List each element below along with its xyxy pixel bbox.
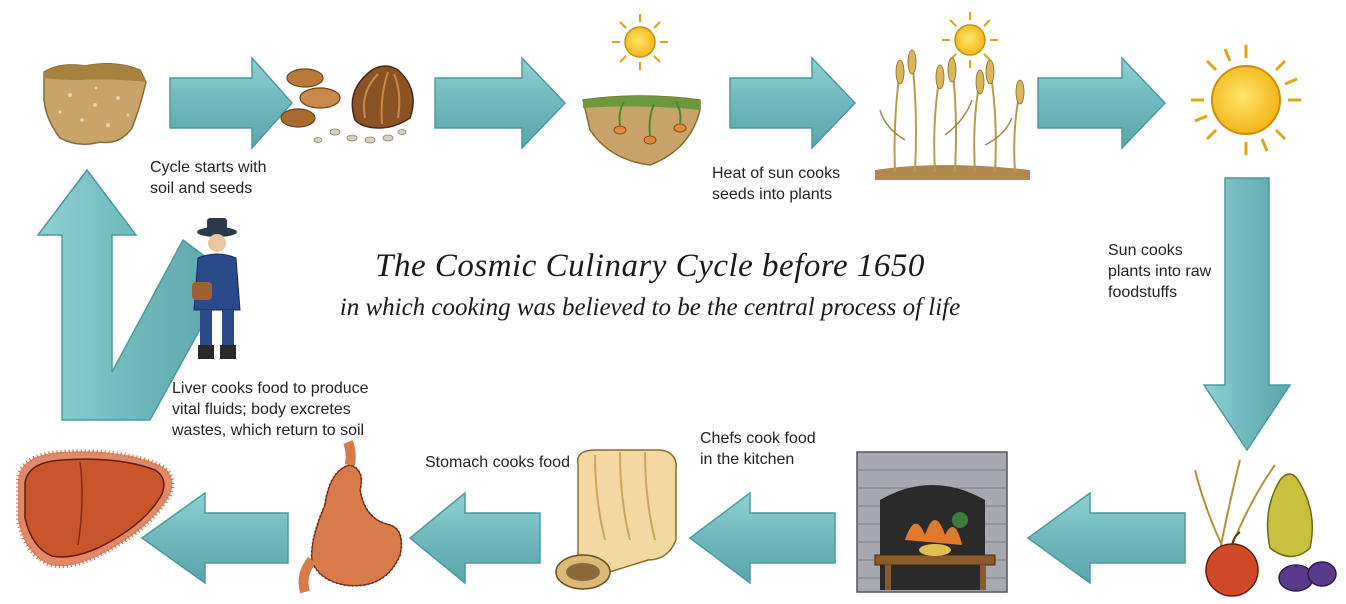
liver-illustration	[18, 451, 172, 566]
arrow-seeds-to-sprout	[435, 58, 565, 148]
caption-line: vital fluids; body excretes	[172, 399, 369, 420]
caption-line: Cycle starts with	[150, 157, 266, 178]
stomach-illustration	[304, 442, 402, 592]
caption-sun-seeds: Heat of sun cooks seeds into plants	[712, 163, 840, 205]
arrow-bread-to-stomach	[410, 493, 540, 583]
bread-illustration	[556, 450, 676, 589]
diagram-title: The Cosmic Culinary Cycle before 1650	[300, 248, 1000, 285]
caption-line: seeds into plants	[712, 184, 840, 205]
caption-line: Stomach cooks food	[425, 452, 570, 473]
person-illustration	[192, 218, 240, 359]
caption-line: Heat of sun cooks	[712, 163, 840, 184]
caption-liver: Liver cooks food to produce vital fluids…	[172, 378, 369, 441]
caption-line: plants into raw	[1108, 261, 1211, 282]
caption-chefs: Chefs cook food in the kitchen	[700, 428, 816, 470]
sprout-illustration	[583, 96, 700, 165]
caption-sun-plants: Sun cooks plants into raw foodstuffs	[1108, 240, 1211, 303]
caption-soil-seeds: Cycle starts with soil and seeds	[150, 157, 266, 199]
arrow-sun-to-foodstuffs	[1204, 178, 1290, 450]
caption-line: wastes, which return to soil	[172, 420, 369, 441]
foodstuffs-illustration	[1195, 460, 1336, 596]
caption-line: Liver cooks food to produce	[172, 378, 369, 399]
seeds-illustration	[281, 66, 413, 143]
caption-line: foodstuffs	[1108, 282, 1211, 303]
small-sun-icon	[612, 14, 668, 70]
caption-line: Sun cooks	[1108, 240, 1211, 261]
arrow-foodstuffs-to-kitchen	[1028, 493, 1185, 583]
big-sun-icon	[1191, 45, 1301, 155]
soil-illustration	[44, 64, 146, 145]
diagram-subtitle: in which cooking was believed to be the …	[270, 294, 1030, 322]
arrow-soil-to-seeds	[170, 58, 292, 148]
caption-line: Chefs cook food	[700, 428, 816, 449]
caption-line: soil and seeds	[150, 178, 266, 199]
arrow-kitchen-to-bread	[690, 493, 835, 583]
kitchen-illustration	[857, 452, 1007, 592]
arrow-plants-to-sun	[1038, 58, 1165, 148]
caption-line: in the kitchen	[700, 449, 816, 470]
plants-illustration	[875, 50, 1030, 180]
arrow-stomach-to-liver	[142, 493, 288, 583]
caption-stomach: Stomach cooks food	[425, 452, 570, 473]
arrow-sprout-to-plants	[730, 58, 855, 148]
